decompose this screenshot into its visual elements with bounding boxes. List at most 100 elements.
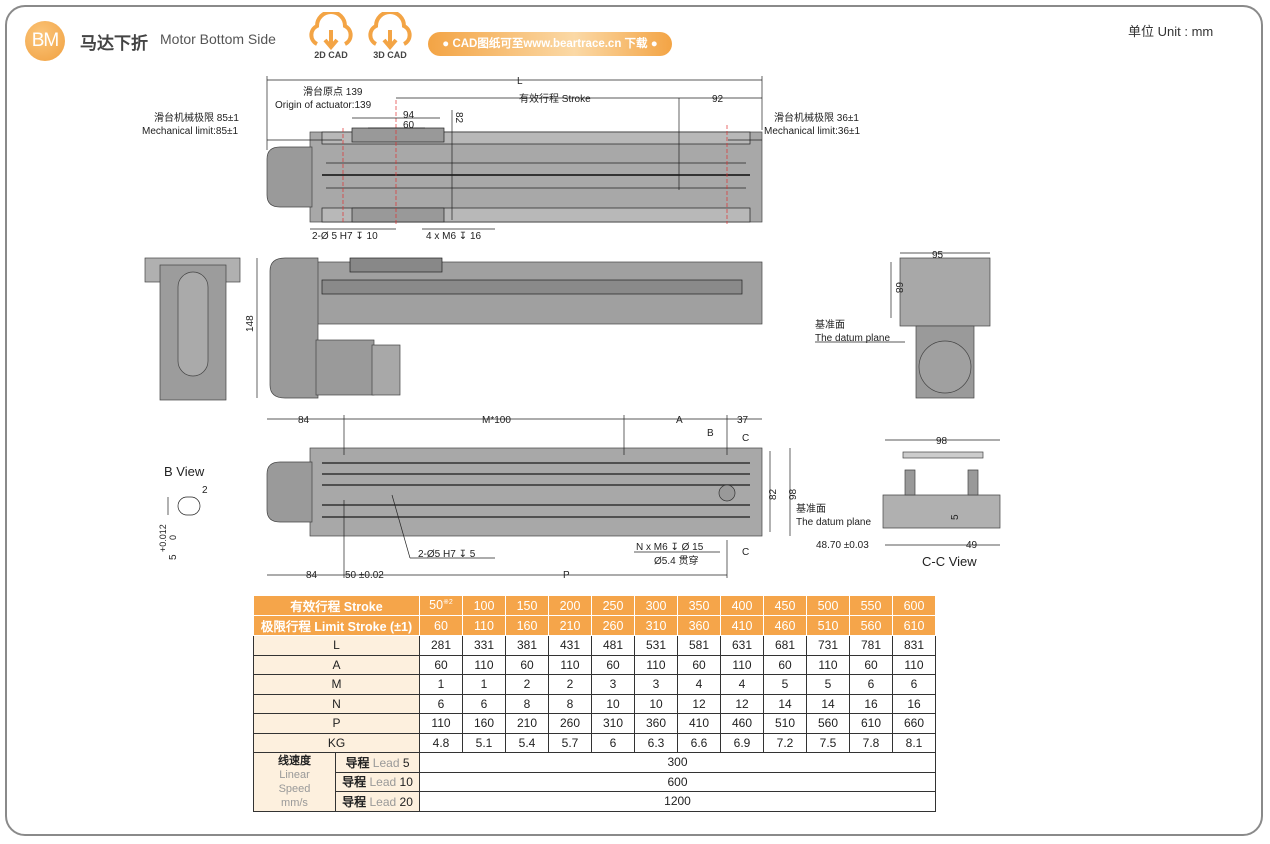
table-cell: 3: [591, 674, 635, 695]
limit-cell: 410: [720, 615, 764, 636]
row-label: N: [253, 693, 420, 714]
dim-50: 50 ±0.02: [345, 570, 384, 581]
table-cell: 510: [763, 713, 807, 734]
table-cell: 331: [462, 635, 506, 656]
limit-cell: 360: [677, 615, 721, 636]
datum-cn: 基准面: [815, 318, 845, 331]
page-frame: [5, 5, 1263, 836]
bottom-view: [266, 415, 791, 578]
table-cell: 6: [419, 693, 463, 714]
limit-cell: 210: [548, 615, 592, 636]
dim-82-top: 82: [453, 112, 464, 124]
table-cell: 381: [505, 635, 549, 656]
table-cell: 6.3: [634, 732, 678, 753]
cad-3d-label: 3D CAD: [373, 50, 407, 60]
side-view: [256, 257, 763, 399]
stroke-value: 150: [516, 598, 538, 613]
table-cell: 60: [505, 654, 549, 675]
through-hole-spec: Ø5.4 贯穿: [654, 554, 698, 567]
table-cell: 14: [806, 693, 850, 714]
row-label: KG: [253, 732, 420, 753]
stroke-header: 有效行程 Stroke: [253, 595, 420, 616]
table-cell: 16: [849, 693, 893, 714]
table-cell: 16: [892, 693, 936, 714]
cloud-download-icon: [309, 10, 353, 51]
lead-label: 导程 Lead 20: [334, 791, 421, 812]
stroke-value: 50: [429, 598, 444, 613]
mech-right-en: Mechanical limit:36±1: [764, 126, 861, 137]
stroke-cell: 400: [720, 595, 764, 616]
download-banner[interactable]: ● CAD图纸可至www.beartrace.cn 下载 ●: [428, 32, 672, 56]
table-cell: 4: [677, 674, 721, 695]
stroke-cell: 200: [548, 595, 592, 616]
table-cell: 581: [677, 635, 721, 656]
table-cell: 631: [720, 635, 764, 656]
limit-cell: 260: [591, 615, 635, 636]
dim-37: 37: [737, 415, 749, 426]
table-cell: 281: [419, 635, 463, 656]
table-cell: 110: [419, 713, 463, 734]
datum-en: The datum plane: [815, 333, 890, 344]
dim-84-top: 84: [298, 415, 310, 426]
origin-en: Origin of actuator:139: [275, 100, 372, 111]
lead-cn: 导程: [345, 755, 370, 770]
table-cell: 5.4: [505, 732, 549, 753]
table-cell: 1: [462, 674, 506, 695]
table-cell: 8: [505, 693, 549, 714]
dim-60: 60: [403, 120, 415, 131]
table-cell: 7.2: [763, 732, 807, 753]
speed-en1: Linear: [279, 768, 310, 781]
dim-P: P: [563, 570, 570, 581]
n-hole-spec: N x M6 ↧ Ø 15: [636, 542, 704, 553]
stroke-footnote: ※2: [443, 599, 453, 607]
table-cell: 260: [548, 713, 592, 734]
dim-148: 148: [245, 315, 256, 332]
lead-cn: 导程: [342, 794, 367, 809]
table-cell: 681: [763, 635, 807, 656]
stroke-cell: 550: [849, 595, 893, 616]
table-cell: 7.5: [806, 732, 850, 753]
table-cell: 8.1: [892, 732, 936, 753]
origin-cn: 滑台原点 139: [303, 85, 363, 98]
right-end-view: [815, 252, 991, 399]
cad-3d-download[interactable]: 3D CAD: [364, 10, 416, 62]
stroke-value: 450: [774, 598, 796, 613]
cad-2d-label: 2D CAD: [314, 50, 348, 60]
table-cell: 5: [806, 674, 850, 695]
table-cell: 12: [720, 693, 764, 714]
cc-datum-cn: 基准面: [796, 502, 826, 515]
page-subtitle: Motor Bottom Side: [160, 31, 276, 47]
limit-cell: 610: [892, 615, 936, 636]
lead-en: Lead: [369, 794, 397, 809]
table-cell: 460: [720, 713, 764, 734]
row-label: P: [253, 713, 420, 734]
cc-dim-5: 5: [950, 514, 961, 520]
table-cell: 14: [763, 693, 807, 714]
speed-unit: mm/s: [281, 796, 308, 809]
cloud-download-icon: [368, 10, 412, 51]
cad-2d-download[interactable]: 2D CAD: [305, 10, 357, 62]
table-cell: 1: [419, 674, 463, 695]
table-cell: 481: [591, 635, 635, 656]
table-cell: 410: [677, 713, 721, 734]
stroke-cell: 600: [892, 595, 936, 616]
table-cell: 110: [806, 654, 850, 675]
lead-en: Lead: [369, 775, 397, 790]
mech-right-cn: 滑台机械极限 36±1: [774, 111, 859, 124]
cc-view-title: C-C View: [922, 554, 977, 569]
table-cell: 2: [505, 674, 549, 695]
hole-spec-2: 4 x M6 ↧ 16: [426, 231, 482, 242]
table-cell: 6.9: [720, 732, 764, 753]
table-cell: 660: [892, 713, 936, 734]
stroke-value: 550: [860, 598, 882, 613]
lead-cn: 导程: [342, 775, 367, 790]
limit-cell: 310: [634, 615, 678, 636]
